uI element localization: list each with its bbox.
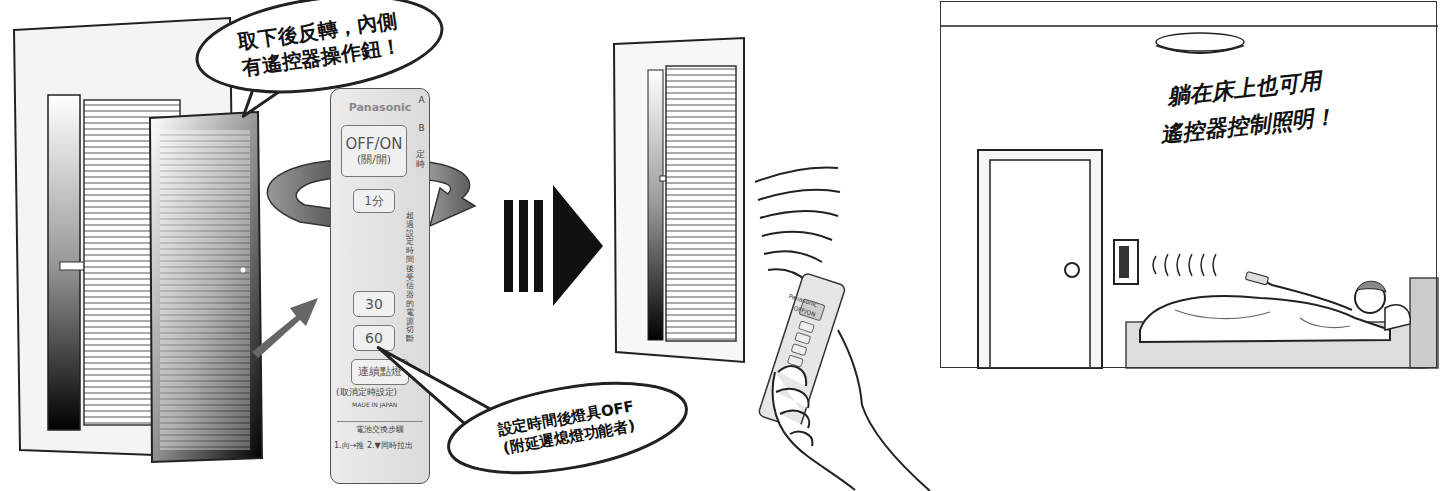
node-text: OFF/ON [345,135,402,153]
remote-control: PanasonicOFF/ON(關/開) 1分 30 60 連續點燈 [330,88,430,484]
remote-button: 60 [353,325,395,351]
move-arrow [252,298,318,358]
remote-label: Panasonic [788,292,819,308]
remote-button: 1分 [353,189,395,213]
switch-plate-closed [614,38,744,362]
speech-bubble: 設定時間後燈具OFF (附延遲熄燈功能者) [439,365,695,490]
node-text: 1分 [364,194,384,208]
hand-with-remote [758,272,930,491]
result-arrow [504,185,603,306]
signal-waves [755,168,840,282]
node-text: 連續點燈 [358,365,402,378]
vertical-note: A [417,96,426,106]
remote-divider [337,421,423,422]
vertical-note: B [417,124,426,134]
node-text: 30 [365,296,383,313]
vertical-note: 定時 [416,150,425,170]
remote-label: 1.向→推 2.▼同時拉出 [334,440,413,451]
node-text: 60 [365,330,383,347]
node-text: (關/開) [357,153,391,166]
remote-button: OFF/ON(關/開) [341,125,407,177]
remote-label: (取消定時設定) [336,386,397,399]
bedroom-scene [940,26,1438,368]
remote-button: 30 [353,291,395,317]
scene-panel: 躺在床上也可用 遙控器控制照明！ [940,1,1437,368]
node-text: 躺在床上也可用 遙控器控制照明！ [1143,60,1350,155]
remote-label: 電池交換步驟 [356,424,404,435]
vertical-note: 超過設定時間後受信器的電源切斷 [406,212,414,344]
node-text: Panasonic [331,101,429,114]
remote-label: MADE IN JAPAN [352,401,397,408]
